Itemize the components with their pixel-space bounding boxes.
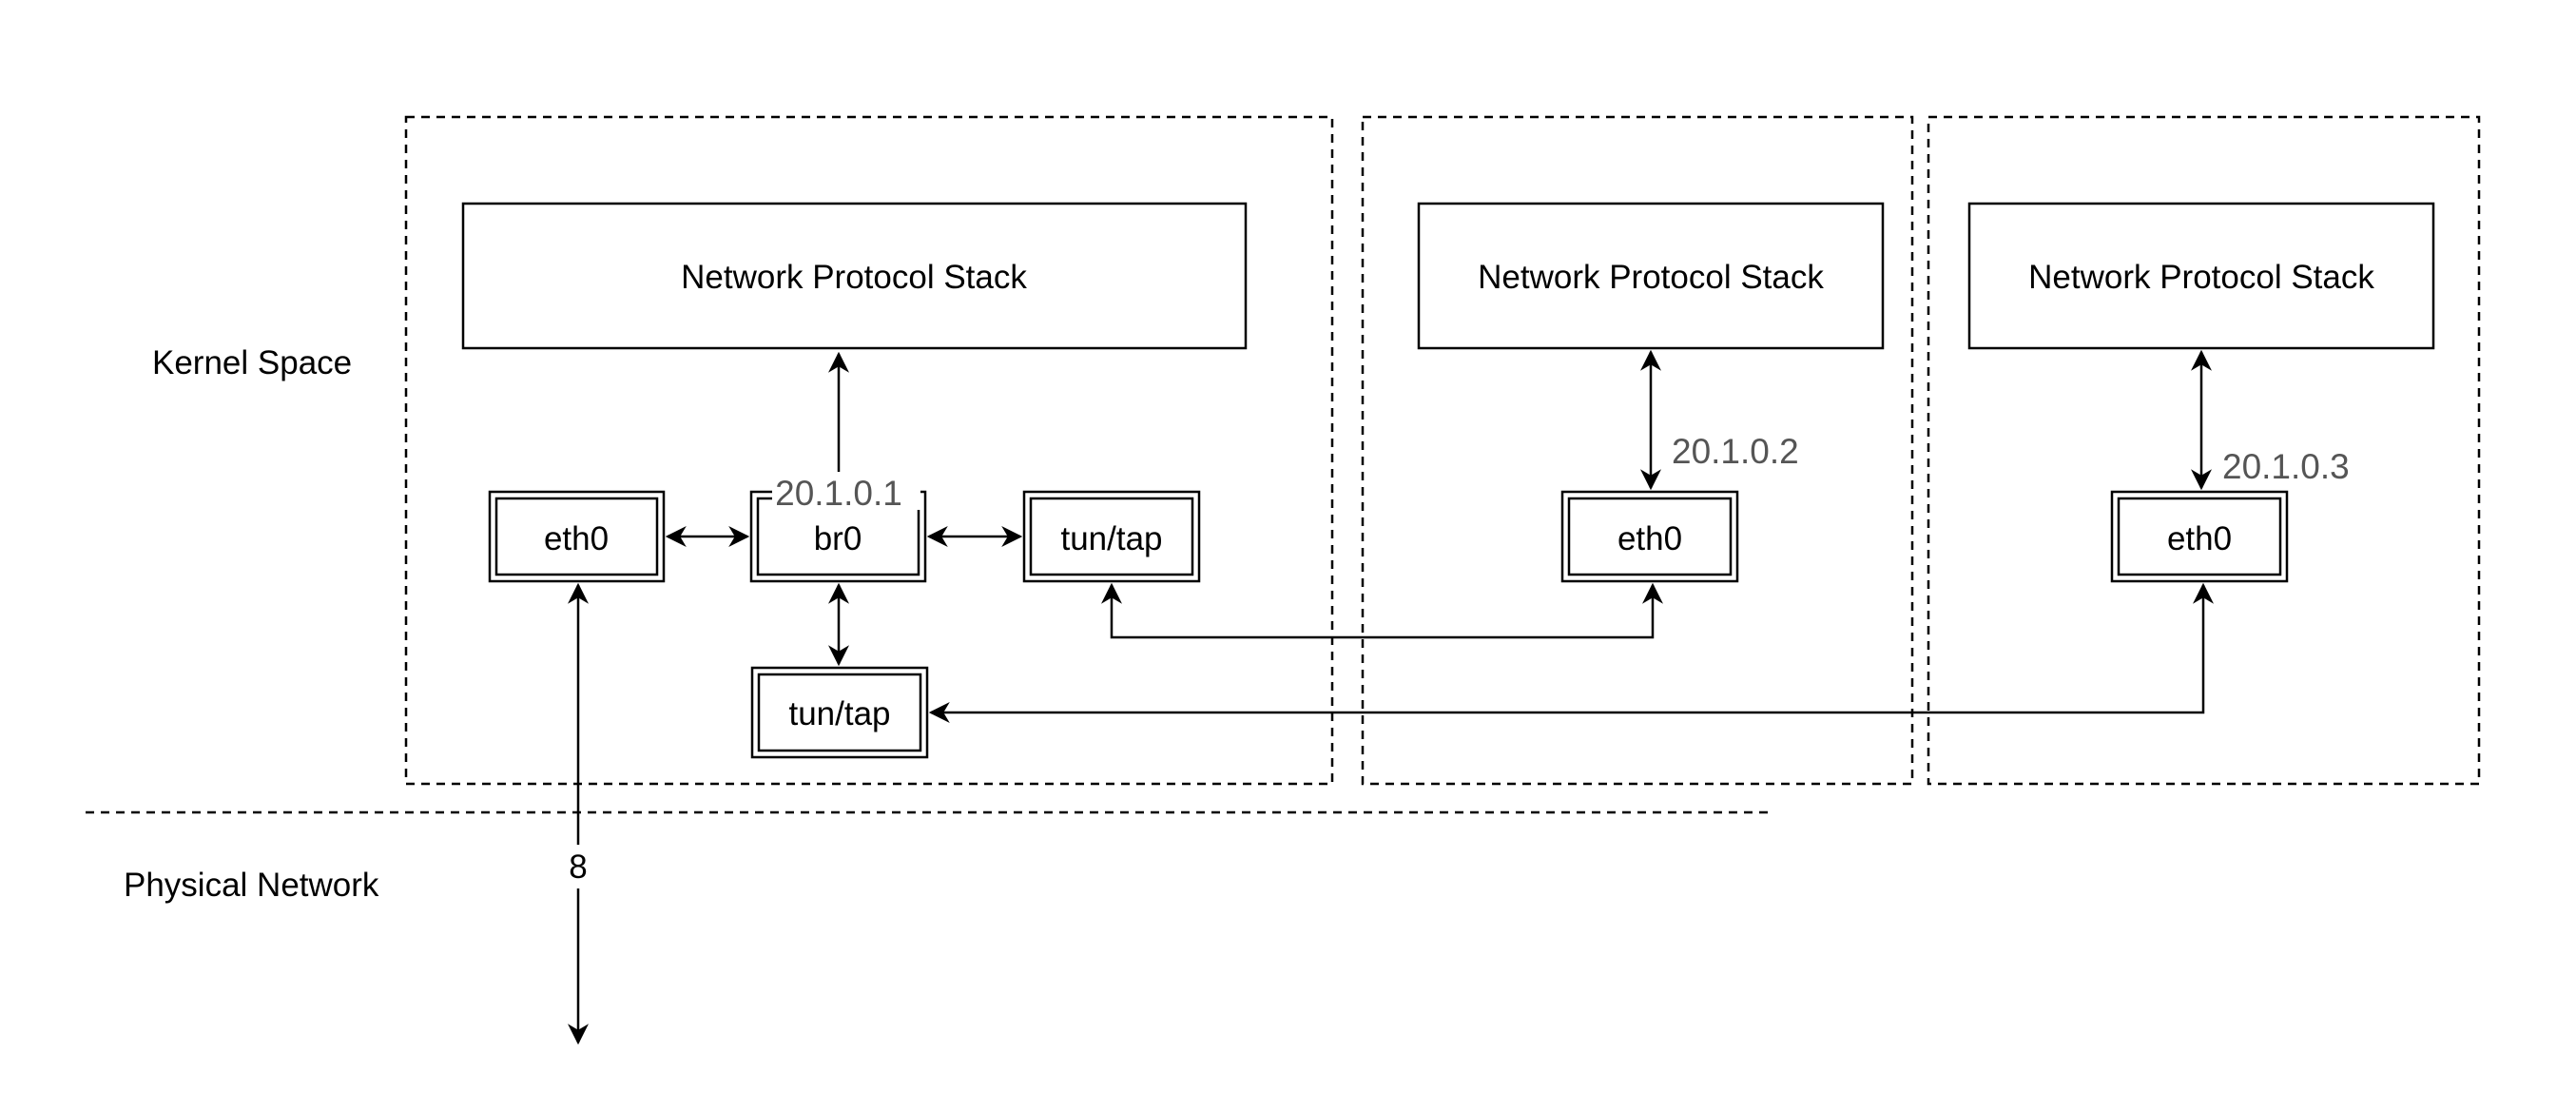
bridge-ip-label: 20.1.0.1 bbox=[775, 474, 902, 513]
host-protocol-stack: Network Protocol Stack bbox=[461, 202, 1248, 350]
vm2-stack-label: Network Protocol Stack bbox=[2028, 259, 2374, 296]
bridge-label: br0 bbox=[814, 520, 862, 557]
vm2-container bbox=[1927, 115, 2481, 786]
host-stack-label: Network Protocol Stack bbox=[681, 259, 1027, 296]
vm1-container bbox=[1361, 115, 1914, 786]
host-container bbox=[404, 115, 1334, 786]
host-eth0: eth0 bbox=[488, 490, 666, 583]
vm1-eth0: eth0 bbox=[1560, 490, 1739, 583]
host-tap-2: tun/tap bbox=[750, 666, 929, 759]
kernel-space-label: Kernel Space bbox=[152, 344, 352, 381]
vm1-eth0-label: eth0 bbox=[1617, 520, 1682, 557]
vm1-protocol-stack: Network Protocol Stack bbox=[1417, 202, 1885, 350]
vm2-protocol-stack: Network Protocol Stack bbox=[1967, 202, 2435, 350]
vm2-ip-label: 20.1.0.3 bbox=[2222, 447, 2350, 486]
tap2-label: tun/tap bbox=[788, 695, 890, 732]
vm2-eth0-label: eth0 bbox=[2167, 520, 2232, 557]
tap1-vm1-link bbox=[1101, 582, 1663, 639]
host-eth0-label: eth0 bbox=[544, 520, 609, 557]
host-tap-1: tun/tap bbox=[1022, 490, 1201, 583]
tap1-label: tun/tap bbox=[1060, 520, 1162, 557]
vm1-ip-label: 20.1.0.2 bbox=[1672, 432, 1799, 471]
vm1-stack-label: Network Protocol Stack bbox=[1478, 259, 1824, 296]
physical-network-label: Physical Network bbox=[124, 867, 379, 904]
vm2-eth0: eth0 bbox=[2110, 490, 2289, 583]
tap2-vm2-link bbox=[928, 582, 2214, 723]
physical-link-label: 8 bbox=[569, 849, 587, 886]
